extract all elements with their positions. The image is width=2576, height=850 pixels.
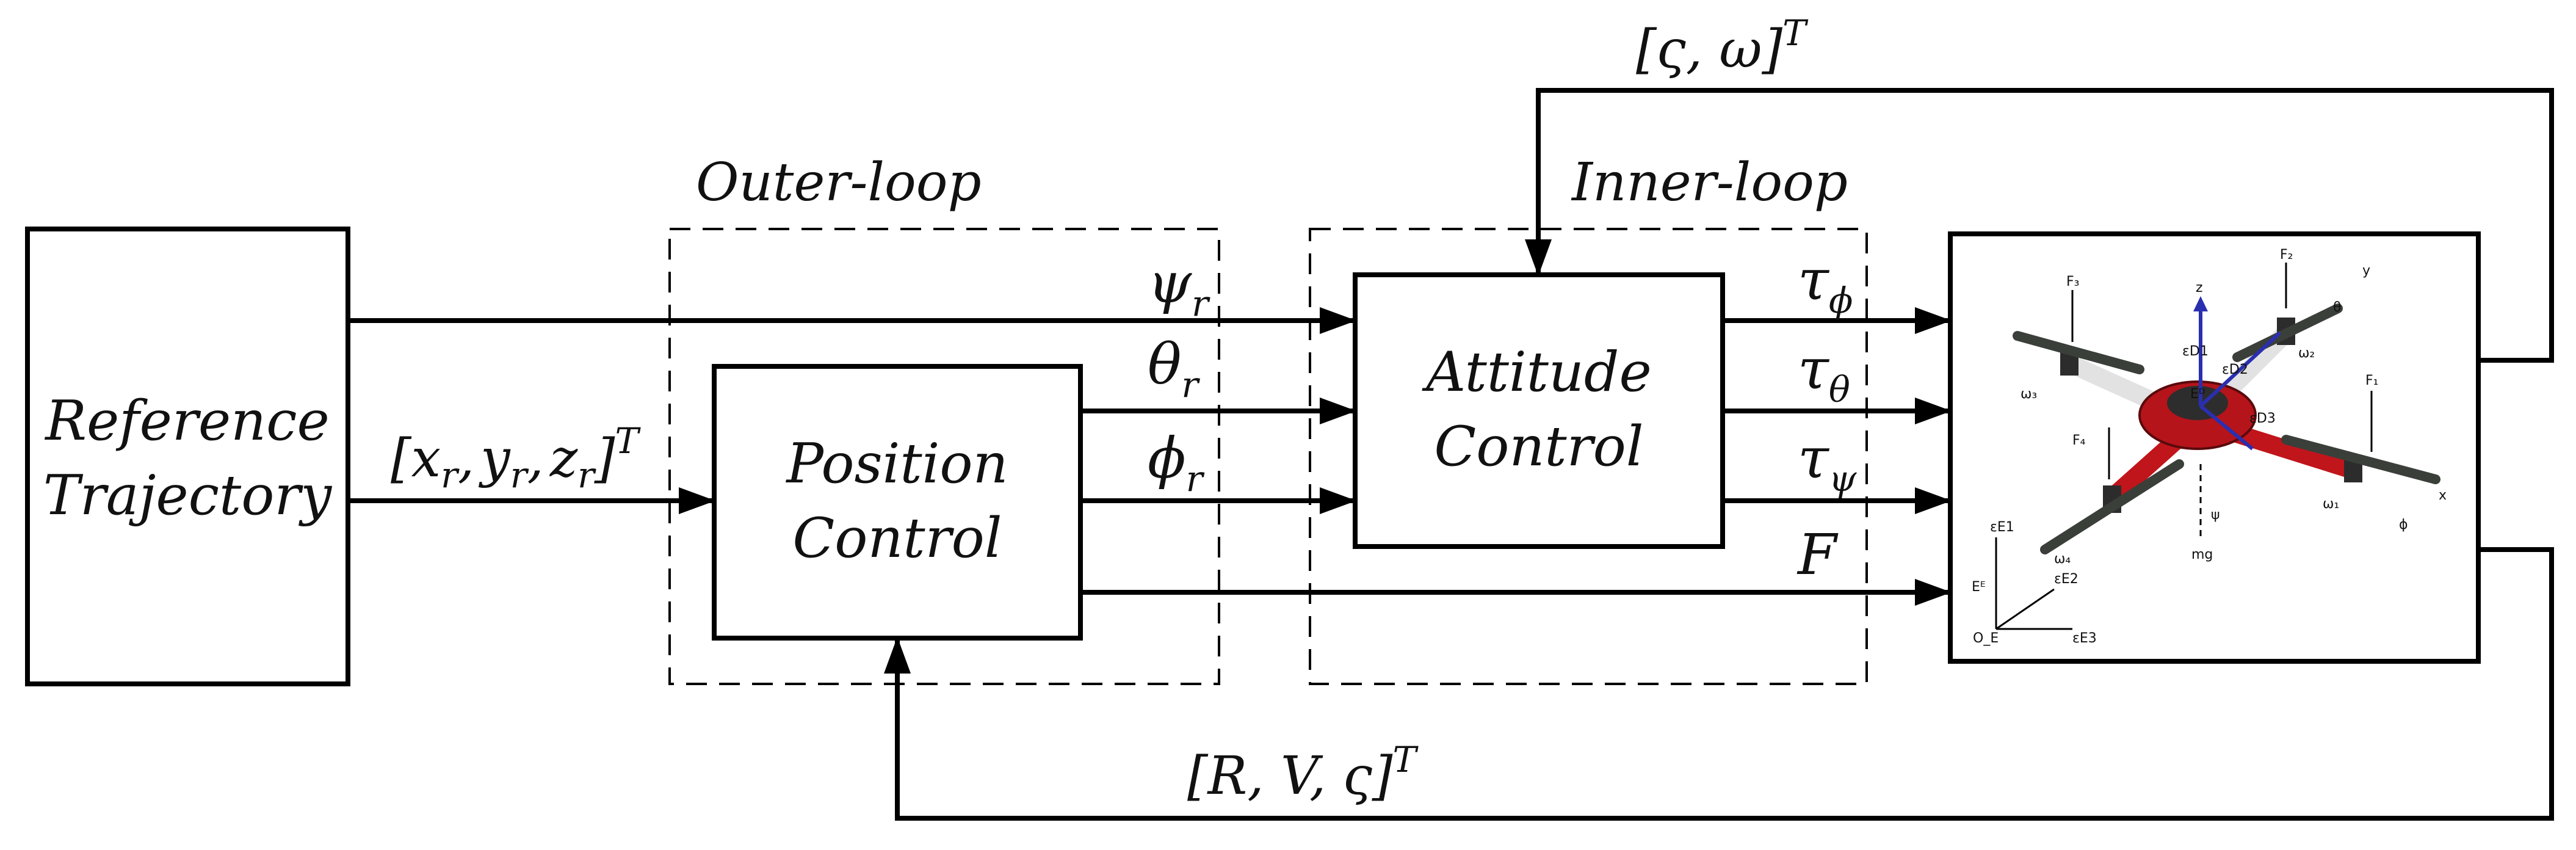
drone-label-y: y — [2362, 263, 2370, 278]
drone-label-e2: εE2 — [2054, 572, 2079, 587]
feedback-bottom-path — [884, 547, 2554, 821]
reference-trajectory-line1: Reference — [44, 389, 330, 453]
drone-label-ed1: εD1 — [2182, 344, 2209, 359]
phi-r-label: ϕr — [1148, 426, 1205, 499]
feedback-bottom-label: [R, V, ς]T — [1187, 739, 1419, 807]
body-x-axis — [2199, 404, 2254, 451]
drone-label-z: z — [2196, 280, 2203, 296]
drone-label-w2: ω₂ — [2298, 346, 2315, 361]
drone-label-e3: εE3 — [2072, 631, 2097, 646]
body-z-axis-head — [2193, 296, 2208, 311]
theta-r-label: θr — [1148, 332, 1200, 405]
drone-label-eD: Eᴰ — [2190, 387, 2205, 402]
position-control-line2: Control — [792, 506, 1002, 570]
drone-label-w1: ω₁ — [2323, 496, 2339, 512]
outer-loop-box — [668, 228, 1220, 685]
inner-loop-label: Inner-loop — [1571, 152, 1848, 213]
drone-label-ed3: εD3 — [2249, 411, 2276, 426]
rotor-1 — [2281, 435, 2440, 484]
rotor-2 — [2232, 303, 2343, 362]
drone-label-e1: εE1 — [1990, 520, 2014, 535]
drone-label-w3: ω₃ — [2021, 387, 2037, 402]
drone-label-f4: F₄ — [2072, 433, 2086, 448]
drone-label-oE: O_E — [1973, 631, 1999, 646]
tau-psi-label: τψ — [1798, 426, 1857, 499]
feedback-top-label: [ς, ω]T — [1636, 12, 1809, 80]
drone-label-mg: mg — [2191, 547, 2213, 562]
attitude-control-line2: Control — [1434, 415, 1643, 479]
drone-label-theta: θ — [2333, 300, 2341, 315]
attitude-control-block — [1353, 272, 1725, 549]
drone-label-x: x — [2439, 488, 2447, 503]
inertial-e2-axis — [1995, 588, 2055, 630]
feedback-top-path — [1525, 88, 2554, 363]
inner-loop-box — [1309, 228, 1868, 685]
body-y-axis — [2199, 331, 2282, 408]
drone-label-psi: ψ — [2211, 507, 2220, 523]
rotor-3 — [2013, 331, 2144, 376]
tau-phi-label: τϕ — [1798, 247, 1853, 321]
ref-vector-label: [xr,yr,zr]T — [391, 420, 641, 496]
drone-label-ed2: εD2 — [2222, 362, 2248, 377]
position-control-line1: Position — [785, 432, 1008, 496]
drone-label-f2: F₂ — [2280, 247, 2293, 263]
tau-theta-label: τθ — [1798, 336, 1850, 410]
reference-trajectory-block — [25, 227, 350, 686]
force-label: F — [1796, 522, 1839, 587]
drone-label-f3: F₃ — [2066, 274, 2079, 289]
reference-trajectory-line2: Trajectory — [43, 463, 333, 528]
quadrotor-illustration: z y x F₁ F₂ F₃ F₄ ω₁ ω₂ ω₃ ω₄ θ ϕ ψ mg E… — [1972, 247, 2447, 646]
attitude-control-line1: Attitude — [1422, 340, 1652, 404]
position-control-block — [712, 364, 1083, 641]
drone-label-phi: ϕ — [2399, 517, 2408, 532]
psi-r-label: ψr — [1148, 250, 1210, 324]
drone-label-f1: F₁ — [2365, 373, 2378, 388]
drone-label-eE: Eᴱ — [1972, 579, 1986, 595]
rotor-4 — [2040, 459, 2184, 554]
outer-loop-label: Outer-loop — [696, 152, 982, 213]
drone-label-w4: ω₄ — [2054, 551, 2071, 567]
